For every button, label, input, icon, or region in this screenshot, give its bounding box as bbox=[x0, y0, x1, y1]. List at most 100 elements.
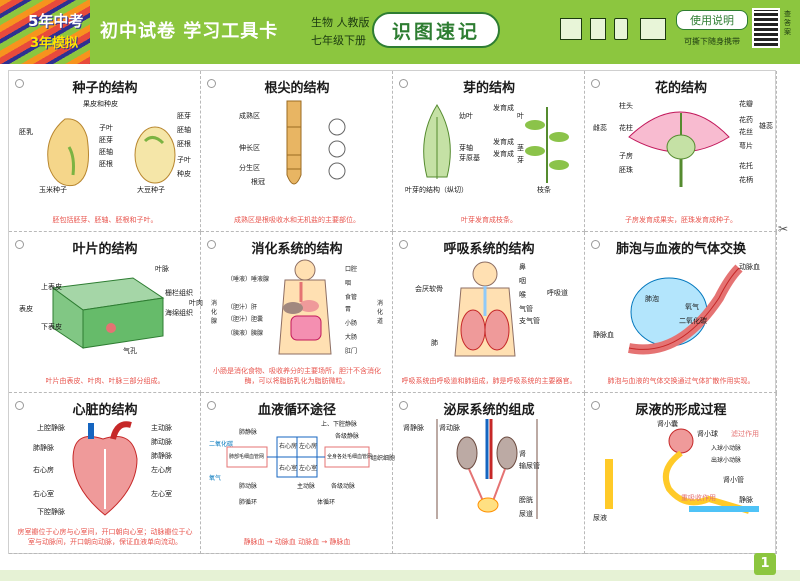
respiratory-illustration bbox=[454, 261, 516, 357]
diagram-label: 全身各处毛细血管网 bbox=[327, 454, 373, 460]
diagram-label: 子房 bbox=[619, 152, 633, 160]
card-title: 肺泡与血液的气体交换 bbox=[615, 242, 746, 257]
diagram-label: 消化腺 bbox=[211, 300, 218, 325]
diagram-label: 幼叶 bbox=[459, 112, 473, 120]
diagram-label: 肺泡 bbox=[645, 295, 659, 303]
usage-label[interactable]: 使用说明 bbox=[676, 10, 748, 30]
logo-line-1: 5年中考 bbox=[28, 12, 84, 30]
diagram-label: 大豆种子 bbox=[137, 186, 165, 194]
card-title: 种子的结构 bbox=[72, 81, 138, 96]
diagram-label: 雌蕊 bbox=[593, 124, 607, 132]
diagram-label: 组织细胞 bbox=[371, 455, 396, 462]
diagram-bud: 幼叶 发育成 叶 芽轴 芽原基 发育成 发育成 茎 芽 叶芽的结构（纵切） 枝条 bbox=[397, 97, 581, 197]
diagram-label: 动脉血 bbox=[739, 263, 760, 271]
diagram-label: 主动脉 bbox=[151, 424, 172, 432]
book-icon bbox=[640, 18, 666, 40]
diagram-label: 胚轴 bbox=[177, 126, 191, 134]
card-caption: 小肠是消化食物、吸收养分的主要场所，胆汁不含消化酶，可以将脂肪乳化为脂肪微粒。 bbox=[213, 367, 381, 385]
diagram-label: 叶 bbox=[517, 112, 524, 120]
diagram-label: 喉 bbox=[519, 291, 526, 299]
diagram-label: 肾小囊 bbox=[657, 420, 678, 428]
diagram-label: 静脉 bbox=[739, 496, 753, 504]
qr-code-icon[interactable] bbox=[752, 8, 780, 48]
card-title: 泌尿系统的组成 bbox=[443, 403, 535, 418]
diagram-label: 肺静脉 bbox=[151, 452, 172, 460]
card-caption: 肺泡与血液的气体交换通过气体扩散作用实现。 bbox=[607, 377, 755, 385]
card-urinary-system: 泌尿系统的组成 肾静脉 肾动脉 肾 输尿管 膀胱 尿道 bbox=[393, 393, 585, 554]
diagram-label: 鼻 bbox=[519, 263, 526, 271]
diagram-label: 气孔 bbox=[123, 347, 137, 355]
diagram-label: 小肠 bbox=[345, 320, 358, 327]
main-title: 识图速记 bbox=[391, 20, 480, 43]
diagram-label: 花柱 bbox=[619, 124, 633, 132]
ruler-icon bbox=[590, 18, 606, 40]
diagram-label: 种皮 bbox=[177, 170, 191, 178]
diagram-label: 发育成 bbox=[493, 150, 514, 158]
diagram-label: 入球小动脉 bbox=[711, 445, 742, 452]
diagram-label: 芽 bbox=[517, 156, 524, 164]
seed-illustration bbox=[47, 118, 176, 187]
diagram-label: 胚根 bbox=[177, 140, 191, 148]
diagram-label: 支气管 bbox=[519, 317, 540, 325]
card-grid: 种子的结构 果皮和种皮 胚乳 子叶 胚芽 胚轴 胚根 玉米种子 胚芽 胚轴 胚根… bbox=[8, 70, 777, 554]
diagram-seed: 果皮和种皮 胚乳 子叶 胚芽 胚轴 胚根 玉米种子 胚芽 胚轴 胚根 子叶 种皮… bbox=[13, 97, 197, 197]
urinary-illustration bbox=[436, 419, 538, 519]
punch-hole bbox=[399, 79, 408, 88]
punch-hole bbox=[591, 240, 600, 249]
diagram-label: 枝条 bbox=[537, 186, 551, 194]
punch-hole bbox=[207, 240, 216, 249]
header-band: 5年中考 3年模拟 初中试卷 学习工具卡 生物 人教版 七年级下册 识图速记 使… bbox=[0, 0, 800, 64]
diagram-label: 左心房 bbox=[151, 466, 172, 474]
diagram-label: 气管 bbox=[519, 305, 533, 313]
card-caption: 呼吸系统由呼吸道和肺组成，肺是呼吸系统的主要器官。 bbox=[401, 377, 577, 385]
diagram-label: 左心室 bbox=[151, 490, 172, 498]
diagram-label: 咽 bbox=[519, 277, 526, 285]
diagram-label: 氧气 bbox=[209, 475, 222, 482]
alveoli-illustration bbox=[628, 264, 743, 355]
diagram-label: 茎 bbox=[517, 144, 524, 152]
card-title: 根尖的结构 bbox=[264, 81, 330, 96]
diagram-label: 右心房 bbox=[33, 466, 54, 474]
diagram-label: 雄蕊 bbox=[759, 122, 773, 130]
punch-hole bbox=[15, 79, 24, 88]
bud-illustration bbox=[423, 104, 569, 183]
decorative-stripes bbox=[0, 0, 90, 64]
diagram-label: 膀胱 bbox=[519, 496, 533, 504]
diagram-label: 二氧化碳 bbox=[679, 317, 707, 325]
diagram-digestive: （唾液）唾液腺 口腔 咽 食管 胃 （胆汁）肝 （胆汁）胆囊 小肠 （胰液）胰腺… bbox=[205, 258, 389, 358]
diagram-label: 芽原基 bbox=[459, 154, 480, 162]
punch-hole bbox=[591, 79, 600, 88]
diagram-label: （胆汁）肝 bbox=[227, 304, 258, 311]
diagram-label: 叶肉 bbox=[189, 299, 203, 307]
diagram-label: 伸长区 bbox=[239, 144, 260, 152]
punch-hole bbox=[15, 240, 24, 249]
scissors-icon: ✂ bbox=[778, 222, 789, 236]
diagram-label: （唾液）唾液腺 bbox=[227, 276, 270, 283]
diagram-label: 肺静脉 bbox=[239, 429, 258, 436]
diagram-label: 各级动脉 bbox=[331, 483, 356, 490]
diagram-label: 下表皮 bbox=[41, 323, 62, 331]
flower-illustration bbox=[628, 111, 730, 187]
card-digestive-system: 消化系统的结构 （唾液）唾液腺 口腔 咽 食管 胃 （胆汁）肝 （胆汁）胆囊 小… bbox=[201, 232, 393, 393]
answer-link-text[interactable]: 查答案 bbox=[784, 10, 791, 36]
diagram-label: 尿液 bbox=[593, 514, 607, 522]
diagram-label: 肺静脉 bbox=[33, 444, 54, 452]
punch-hole bbox=[591, 401, 600, 410]
diagram-label: 成熟区 bbox=[239, 112, 260, 120]
card-caption: 胚包括胚芽、胚轴、胚根和子叶。 bbox=[52, 216, 158, 224]
diagram-label: 肾小球 bbox=[697, 430, 718, 438]
diagram-label: 芽轴 bbox=[459, 144, 473, 152]
diagram-label: 玉米种子 bbox=[39, 186, 67, 194]
card-heart-structure: 心脏的结构 上腔静脉 主动脉 肺动脉 肺静脉 右心房 左心房 右心室 左心室 下… bbox=[9, 393, 201, 554]
diagram-flower: 柱头 雌蕊 花柱 子房 胚珠 花瓣 花药 花丝 雄蕊 萼片 花托 花柄 bbox=[589, 97, 773, 197]
card-title: 消化系统的结构 bbox=[251, 242, 343, 257]
punch-hole bbox=[207, 401, 216, 410]
brand-logo: 5年中考 3年模拟 bbox=[22, 6, 86, 56]
diagram-circulation: 肺静脉 上、下腔静脉 各级静脉 右心房 左心房 右心室 左心室 肺部毛细血管网 … bbox=[205, 419, 395, 519]
usage-box: 使用说明 可撕下随身携带 bbox=[676, 8, 748, 56]
punch-hole bbox=[399, 401, 408, 410]
page-number: 1 bbox=[754, 553, 776, 575]
diagram-root-tip: 成熟区 伸长区 分生区 根冠 bbox=[205, 97, 389, 197]
digestive-illustration bbox=[278, 259, 332, 355]
diagram-label: 上、下腔静脉 bbox=[321, 421, 358, 428]
